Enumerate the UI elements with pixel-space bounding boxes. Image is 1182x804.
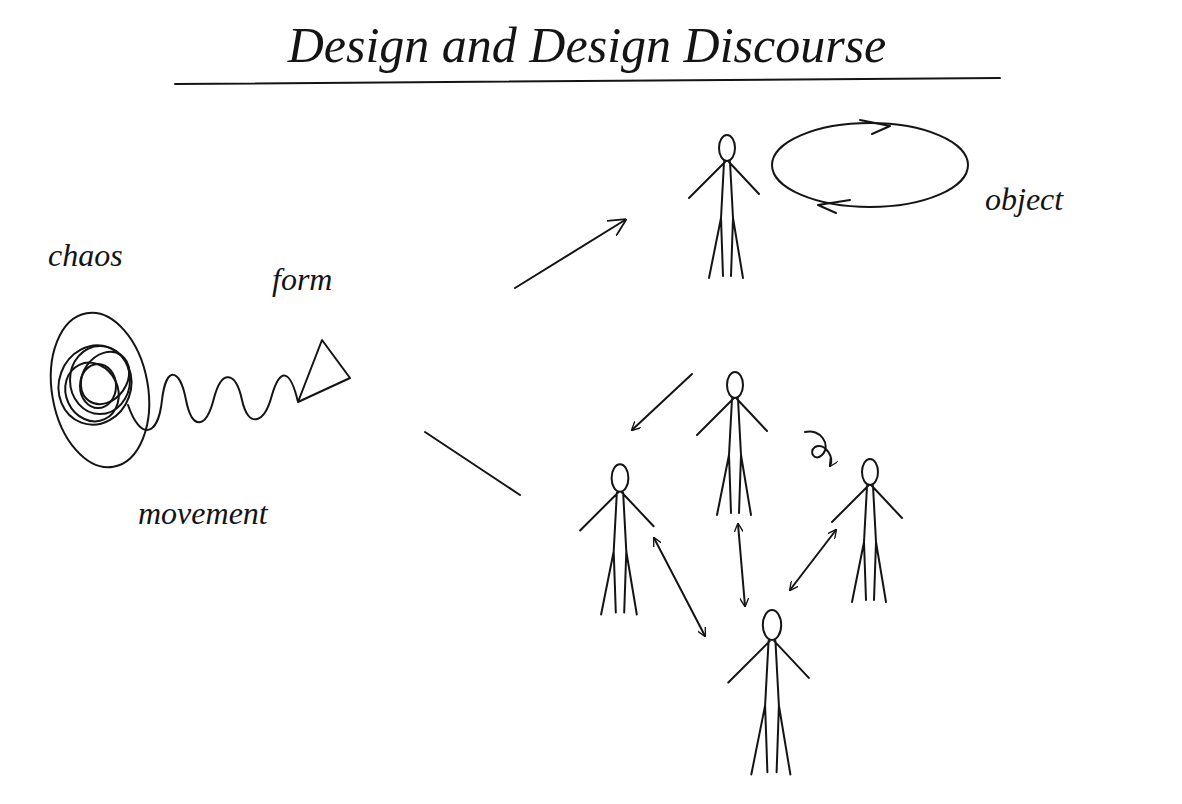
interaction-arrows <box>632 374 836 636</box>
sketch-label: chaos <box>48 238 123 273</box>
figure-body <box>728 641 809 774</box>
stick-figure <box>580 464 654 614</box>
sketch-label: object <box>985 182 1063 217</box>
chaos-scribble <box>39 305 161 475</box>
figure-body <box>580 493 654 615</box>
figure-body <box>697 399 767 515</box>
figure-head <box>763 610 781 640</box>
object-ellipse <box>772 120 968 213</box>
figure-head <box>862 459 878 485</box>
figure-head <box>727 372 743 398</box>
title-underline <box>175 78 1000 84</box>
form-wave <box>128 340 350 430</box>
figure-head <box>612 464 629 491</box>
figure-body <box>832 486 902 602</box>
figure-head <box>719 135 735 161</box>
sketch-label: movement <box>138 496 268 531</box>
stick-figure <box>689 135 759 278</box>
sketch-label: form <box>272 262 332 297</box>
direction-arrow <box>515 220 625 288</box>
direction-line <box>425 432 520 495</box>
stick-figure <box>832 459 902 602</box>
stick-figure <box>697 372 767 515</box>
stick-figure <box>728 610 809 774</box>
sketch-title: Design and Design Discourse <box>288 18 887 73</box>
figure-body <box>689 162 759 278</box>
